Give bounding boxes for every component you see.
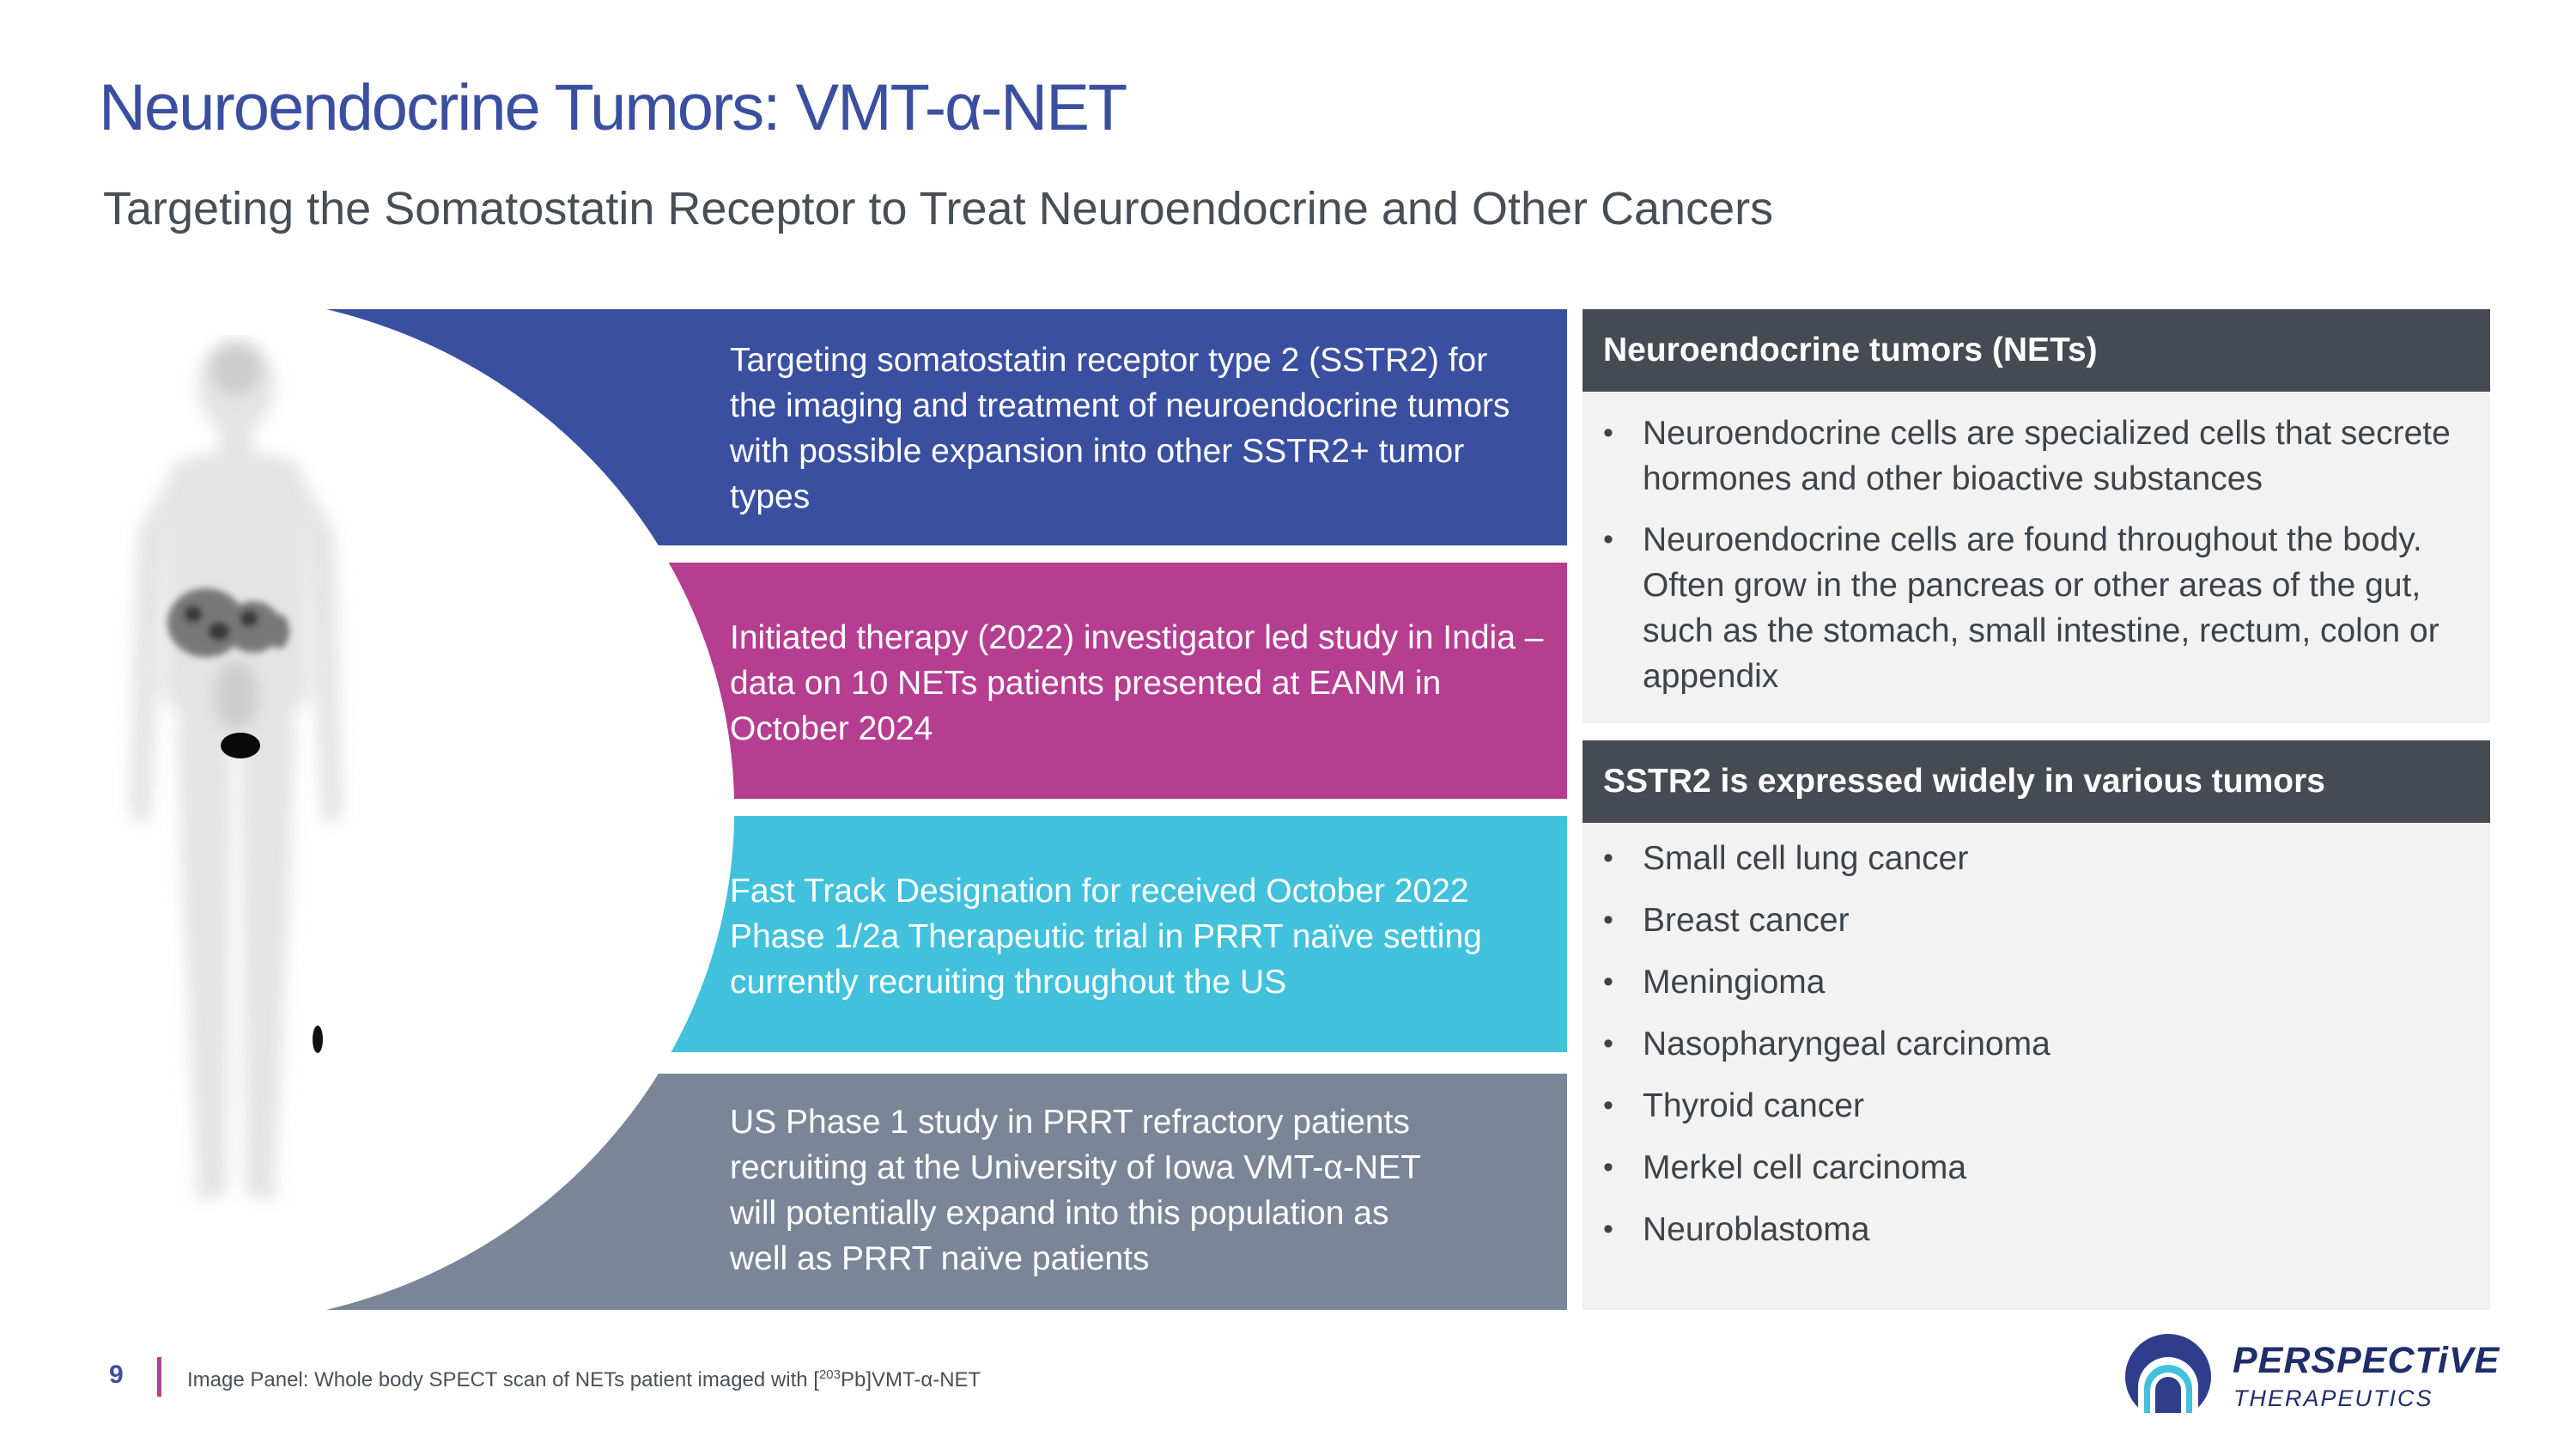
panel-1-text: Targeting somatostatin receptor type 2 (…: [730, 342, 1510, 515]
page-subtitle: Targeting the Somatostatin Receptor to T…: [103, 183, 1774, 234]
sstr2-box-body: •Small cell lung cancer •Breast cancer •…: [1583, 823, 2490, 1310]
nets-box-body: •Neuroendocrine cells are specialized ce…: [1583, 392, 2490, 723]
list-item: •Small cell lung cancer: [1603, 840, 1969, 877]
page-divider: [157, 1357, 161, 1397]
arc-panels: [326, 309, 1567, 1310]
image-caption: Image Panel: Whole body SPECT scan of NE…: [187, 1367, 981, 1391]
sstr2-tumor-list: •Small cell lung cancer •Breast cancer •…: [1603, 836, 2473, 1252]
list-item: •Merkel cell carcinoma: [1603, 1149, 1967, 1186]
whole-body-spect-scan-image: [129, 339, 343, 1202]
list-item: •Neuroendocrine cells are found througho…: [1603, 521, 2439, 695]
list-item: •Neuroendocrine cells are specialized ce…: [1603, 415, 2451, 497]
list-item: •Nasopharyngeal carcinoma: [1603, 1026, 2050, 1062]
list-item: •Meningioma: [1603, 964, 1826, 1001]
page-number: 9: [109, 1361, 124, 1389]
panel-3-text: Fast Track Designation for received Octo…: [730, 873, 1482, 1001]
panel-2-text: Initiated therapy (2022) investigator le…: [730, 619, 1544, 747]
brand-subtitle: THERAPEUTICS: [2233, 1385, 2433, 1411]
nets-box-heading: Neuroendocrine tumors (NETs): [1583, 309, 2490, 392]
list-item: •Neuroblastoma: [1603, 1211, 1870, 1248]
brand-name: PERSPECTiVE: [2233, 1340, 2500, 1381]
list-item: •Thyroid cancer: [1603, 1087, 1864, 1124]
page-title: Neuroendocrine Tumors: VMT-α-NET: [99, 71, 1127, 144]
list-item: •Breast cancer: [1603, 902, 1850, 939]
panel-4-text: US Phase 1 study in PRRT refractory pati…: [730, 1104, 1421, 1277]
perspective-logo-icon: [2121, 1334, 2215, 1420]
nets-list: •Neuroendocrine cells are specialized ce…: [1603, 411, 2473, 699]
sstr2-box-heading: SSTR2 is expressed widely in various tum…: [1583, 740, 2490, 823]
